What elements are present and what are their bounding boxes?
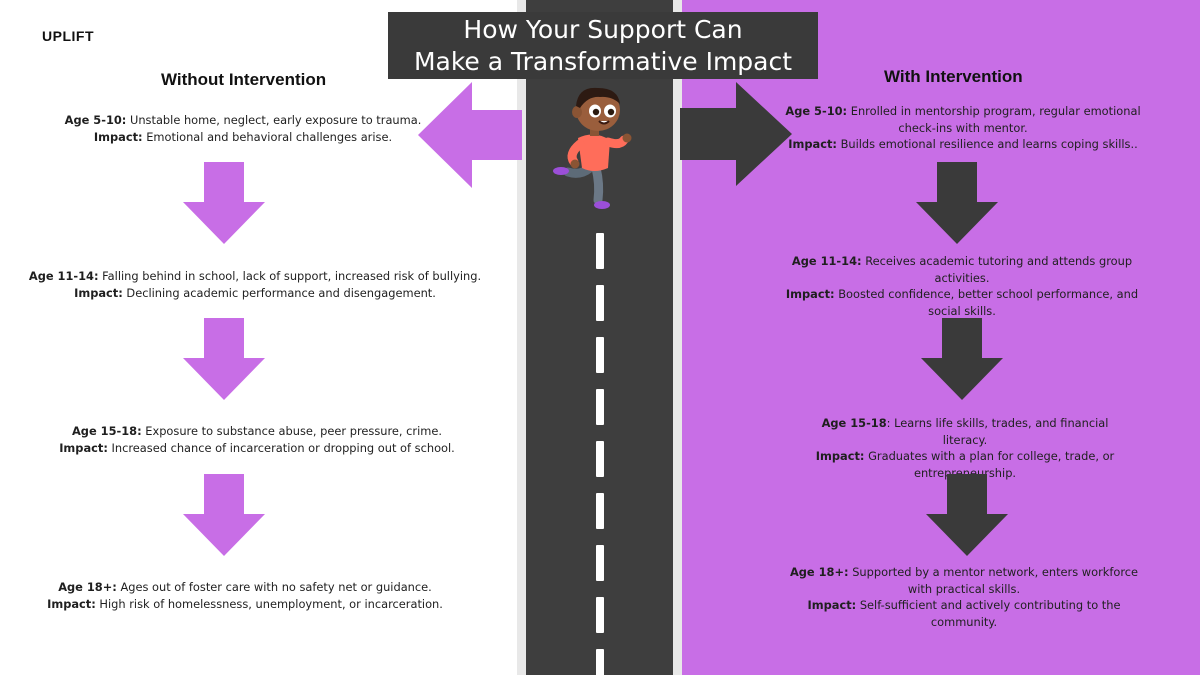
impact-text: Declining academic performance and disen… [122, 285, 436, 300]
stage-age-label: Age 15-18 [821, 416, 887, 430]
left-down-arrow-icon [183, 162, 265, 244]
stage-description: Exposure to substance abuse, peer pressu… [141, 424, 442, 438]
right-down-arrow-icon [916, 162, 998, 244]
impact-text: Self-sufficient and actively contributin… [856, 598, 1121, 629]
impact-label: Impact: [815, 449, 865, 463]
stage-age-label: Age 11-14: [791, 254, 862, 268]
left-stage-age-18-plus: Age 18+: Ages out of foster care with no… [20, 579, 470, 612]
impact-label: Impact: [59, 440, 108, 455]
impact-text: Emotional and behavioral challenges aris… [142, 129, 393, 144]
road-dash [596, 649, 604, 675]
stage-description: Enrolled in mentorship program, regular … [847, 104, 1141, 135]
impact-text: Boosted confidence, better school perfor… [834, 287, 1139, 318]
impact-text: Graduates with a plan for college, trade… [864, 449, 1115, 480]
impact-text: High risk of homelessness, unemployment,… [95, 596, 443, 611]
right-stage-age-11-14: Age 11-14: Receives academic tutoring an… [784, 253, 1140, 319]
left-down-arrow-icon [183, 318, 265, 400]
road-dash [596, 233, 604, 269]
right-down-arrow-icon [921, 318, 1003, 400]
stage-age-label: Age 15-18: [71, 424, 142, 438]
left-stage-age-11-14: Age 11-14: Falling behind in school, lac… [20, 268, 490, 301]
stage-age-label: Age 5-10: [64, 113, 127, 127]
stage-description: Receives academic tutoring and attends g… [861, 254, 1133, 285]
road-dash [596, 285, 604, 321]
impact-label: Impact: [74, 285, 123, 300]
stage-description: Ages out of foster care with no safety n… [116, 580, 432, 594]
stage-age-label: Age 18+: [789, 565, 849, 579]
stage-description: Supported by a mentor network, enters wo… [848, 565, 1139, 596]
impact-text: Builds emotional resilience and learns c… [836, 137, 1138, 151]
stage-description: Unstable home, neglect, early exposure t… [126, 113, 422, 127]
road-dash [596, 441, 604, 477]
right-arrow-icon [680, 82, 792, 186]
impact-label: Impact: [93, 129, 143, 144]
impact-label: Impact: [785, 287, 835, 301]
road-dash [596, 337, 604, 373]
impact-label: Impact: [807, 598, 857, 612]
brand-logo: UPLIFT [42, 28, 94, 44]
right-stage-age-15-18: Age 15-18: Learns life skills, trades, a… [800, 415, 1130, 481]
without-intervention-heading: Without Intervention [161, 70, 327, 89]
title-line-1: How Your Support Can [463, 15, 743, 44]
page-title: How Your Support Can Make a Transformati… [388, 12, 818, 79]
stage-age-label: Age 5-10: [785, 104, 848, 118]
with-intervention-heading: With Intervention [884, 67, 1023, 86]
title-line-2: Make a Transformative Impact [413, 47, 793, 76]
right-down-arrow-icon [926, 474, 1008, 556]
right-stage-age-5-10: Age 5-10: Enrolled in mentorship program… [778, 103, 1148, 153]
impact-label: Impact: [788, 137, 837, 151]
left-down-arrow-icon [183, 474, 265, 556]
road-dash [596, 545, 604, 581]
stage-description: Falling behind in school, lack of suppor… [98, 269, 482, 283]
road-dash [596, 597, 604, 633]
stage-age-label: Age 18+: [58, 580, 117, 594]
road-dash [596, 493, 604, 529]
without-intervention-panel [0, 0, 517, 675]
road-curb-right [673, 0, 682, 675]
impact-text: Increased chance of incarceration or dro… [107, 440, 455, 455]
running-child-illustration [553, 87, 632, 209]
stage-description: : Learns life skills, trades, and financ… [886, 416, 1109, 447]
right-stage-age-18-plus: Age 18+: Supported by a mentor network, … [784, 564, 1144, 630]
stage-age-label: Age 11-14: [28, 269, 99, 283]
left-arrow-icon [418, 82, 522, 188]
left-stage-age-5-10: Age 5-10: Unstable home, neglect, early … [20, 112, 466, 145]
road-curb-left [517, 0, 526, 675]
road-dash [596, 389, 604, 425]
impact-label: Impact: [47, 596, 96, 611]
left-stage-age-15-18: Age 15-18: Exposure to substance abuse, … [20, 423, 494, 456]
